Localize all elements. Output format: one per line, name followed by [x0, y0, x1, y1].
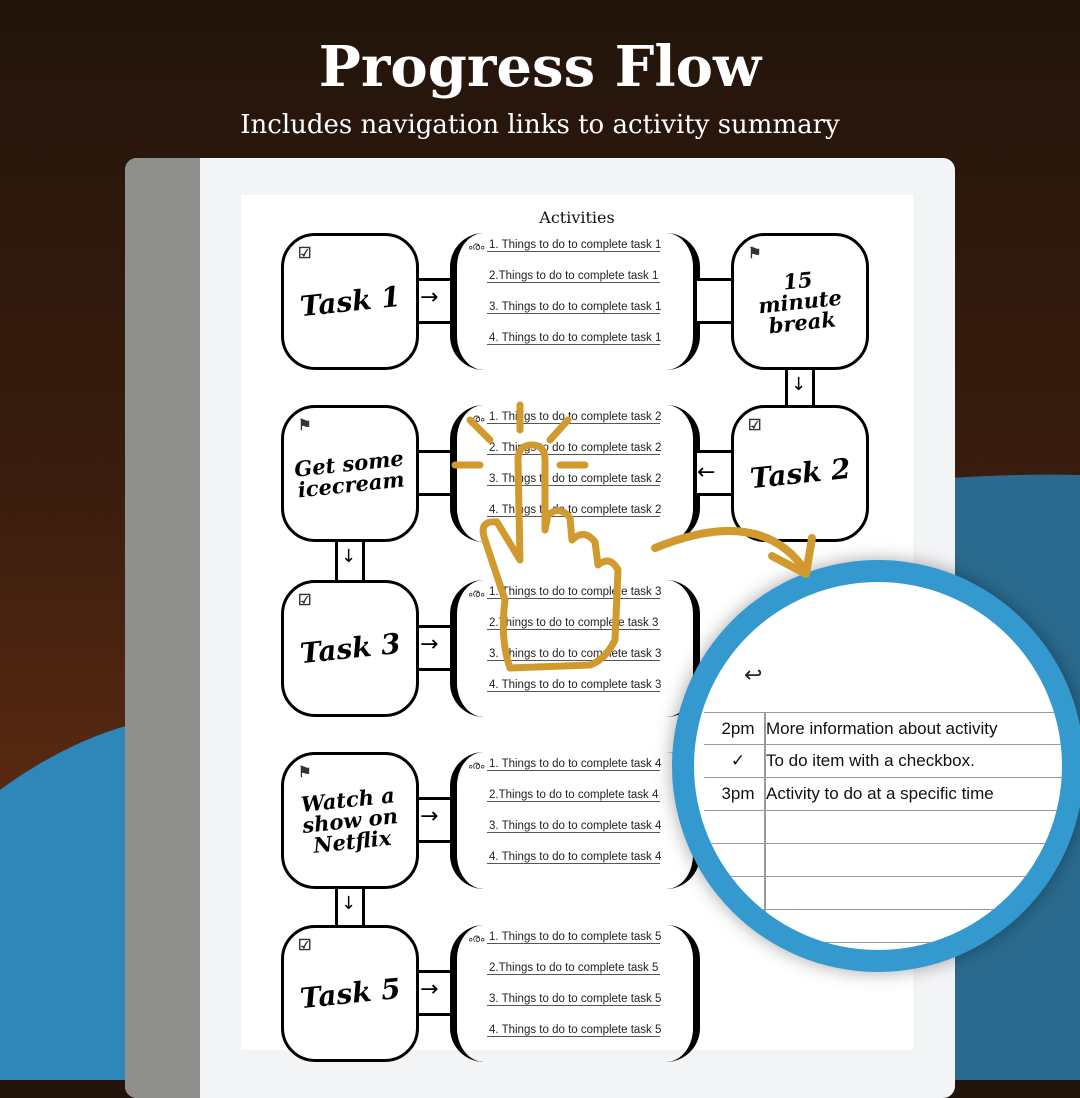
activity-item-link[interactable]: 2.Things to do to complete task 1: [487, 270, 660, 283]
box-label: 15 minute break: [757, 266, 843, 339]
task-box-left[interactable]: ☑ Task 3: [281, 580, 419, 717]
activity-list-brace: [450, 405, 700, 542]
activity-item-link[interactable]: 1. Things to do to complete task 2: [487, 411, 662, 424]
task-box-left[interactable]: ⚑Watch a show on Netflix: [281, 752, 419, 889]
vertical-connector: [785, 370, 815, 408]
tablet-spine: [125, 158, 200, 1098]
down-arrow-icon: ↓: [791, 374, 807, 395]
activity-item-link[interactable]: 1. Things to do to complete task 3: [487, 586, 662, 599]
down-arrow-icon: ↓: [341, 546, 357, 567]
checkbox-icon: ☑: [298, 244, 312, 262]
activity-item-link[interactable]: 3. Things to do to complete task 4: [487, 820, 662, 833]
summary-row[interactable]: 2pm More information about activity: [704, 712, 1062, 745]
activity-item-link[interactable]: 2.Things to do to complete task 3: [487, 617, 660, 630]
time-label: 2pm: [721, 719, 755, 738]
summary-row[interactable]: [704, 910, 1062, 943]
connector: [697, 278, 731, 324]
connector: [416, 625, 450, 671]
activity-item-link[interactable]: 4. Things to do to complete task 4: [487, 851, 662, 864]
flag-icon: ⚑: [298, 763, 312, 781]
activity-item-link[interactable]: 2.Things to do to complete task 4: [487, 789, 660, 802]
vertical-connector: [335, 542, 365, 580]
activity-item-link[interactable]: 1. Things to do to complete task 4: [487, 758, 662, 771]
task-box-right[interactable]: ☑ Task 2: [731, 405, 869, 542]
task-box-left[interactable]: ⚑ Get some icecream: [281, 405, 419, 542]
link-icon[interactable]: ൟ: [468, 760, 485, 772]
summary-row[interactable]: 3pm Activity to do at a specific time: [704, 778, 1062, 811]
magnifier: ↩ 2pm More information about activity ✓ To …: [672, 560, 1080, 972]
box-label: Get some icecream: [293, 444, 406, 502]
summary-row[interactable]: [704, 844, 1062, 877]
box-label: Task 2: [748, 451, 852, 495]
connector: [416, 278, 450, 324]
connector: [416, 797, 450, 843]
activity-item-link[interactable]: 1. Things to do to complete task 1: [487, 239, 662, 252]
link-icon[interactable]: ൟ: [468, 413, 485, 425]
flag-icon: ⚑: [748, 244, 762, 262]
page-subtitle: Includes navigation links to activity su…: [240, 110, 840, 140]
summary-text: Activity to do at a specific time: [766, 784, 994, 803]
right-arrow-icon: →: [420, 285, 439, 310]
back-icon[interactable]: ↩: [744, 662, 763, 687]
activity-item-link[interactable]: 4. Things to do to complete task 2: [487, 504, 662, 517]
connector: [697, 450, 731, 496]
time-column-divider: [764, 712, 766, 950]
link-icon[interactable]: ൟ: [468, 588, 485, 600]
box-label: Watch a show on Netflix: [299, 782, 399, 858]
box-label: Task 1: [298, 279, 402, 323]
checkmark-icon: ✓: [730, 751, 746, 770]
link-icon[interactable]: ൟ: [468, 933, 485, 945]
activity-item-link[interactable]: 3. Things to do to complete task 2: [487, 473, 662, 486]
checkbox-icon: ☑: [298, 936, 312, 954]
time-label: 3pm: [721, 784, 755, 803]
page-title: Progress Flow: [318, 34, 762, 100]
activity-item-link[interactable]: 4. Things to do to complete task 1: [487, 332, 662, 345]
down-arrow-icon: ↓: [341, 893, 357, 914]
task-box-right[interactable]: ⚑ 15 minute break: [731, 233, 869, 370]
summary-row[interactable]: [704, 943, 1062, 950]
right-arrow-icon: →: [420, 632, 439, 657]
task-box-left[interactable]: ☑ Task 1: [281, 233, 419, 370]
activity-item-link[interactable]: 3. Things to do to complete task 1: [487, 301, 662, 314]
box-label: Task 5: [298, 971, 402, 1015]
activity-list-brace: [450, 580, 700, 717]
activity-item-link[interactable]: 2. Things to do to complete task 2: [487, 442, 662, 455]
connector: [416, 450, 450, 496]
activity-item-link[interactable]: 4. Things to do to complete task 5: [487, 1024, 662, 1037]
activity-item-link[interactable]: 1. Things to do to complete task 5: [487, 931, 662, 944]
task-box-left[interactable]: ☑ Task 5: [281, 925, 419, 1062]
activities-heading: Activities: [539, 208, 615, 227]
checkbox-icon: ☑: [298, 591, 312, 609]
connector: [416, 970, 450, 1016]
activity-item-link[interactable]: 4. Things to do to complete task 3: [487, 679, 662, 692]
activity-item-link[interactable]: 3. Things to do to complete task 3: [487, 648, 662, 661]
activity-item-link[interactable]: 2.Things to do to complete task 5: [487, 962, 660, 975]
box-label: Task 3: [298, 626, 402, 670]
left-arrow-icon: ←: [697, 460, 716, 485]
activity-summary-zoom: ↩ 2pm More information about activity ✓ To …: [694, 582, 1062, 950]
summary-row[interactable]: [704, 877, 1062, 910]
link-icon[interactable]: ൟ: [468, 241, 485, 253]
summary-row[interactable]: [704, 811, 1062, 844]
activity-list-brace: [450, 233, 700, 370]
right-arrow-icon: →: [420, 977, 439, 1002]
activity-list-brace: [450, 925, 700, 1062]
summary-text: To do item with a checkbox.: [766, 751, 975, 770]
vertical-connector: [335, 889, 365, 927]
summary-row[interactable]: ✓ To do item with a checkbox.: [704, 745, 1062, 778]
flag-icon: ⚑: [298, 416, 312, 434]
right-arrow-icon: →: [420, 804, 439, 829]
activity-item-link[interactable]: 3. Things to do to complete task 5: [487, 993, 662, 1006]
summary-text: More information about activity: [766, 719, 998, 738]
checkbox-icon: ☑: [748, 416, 762, 434]
